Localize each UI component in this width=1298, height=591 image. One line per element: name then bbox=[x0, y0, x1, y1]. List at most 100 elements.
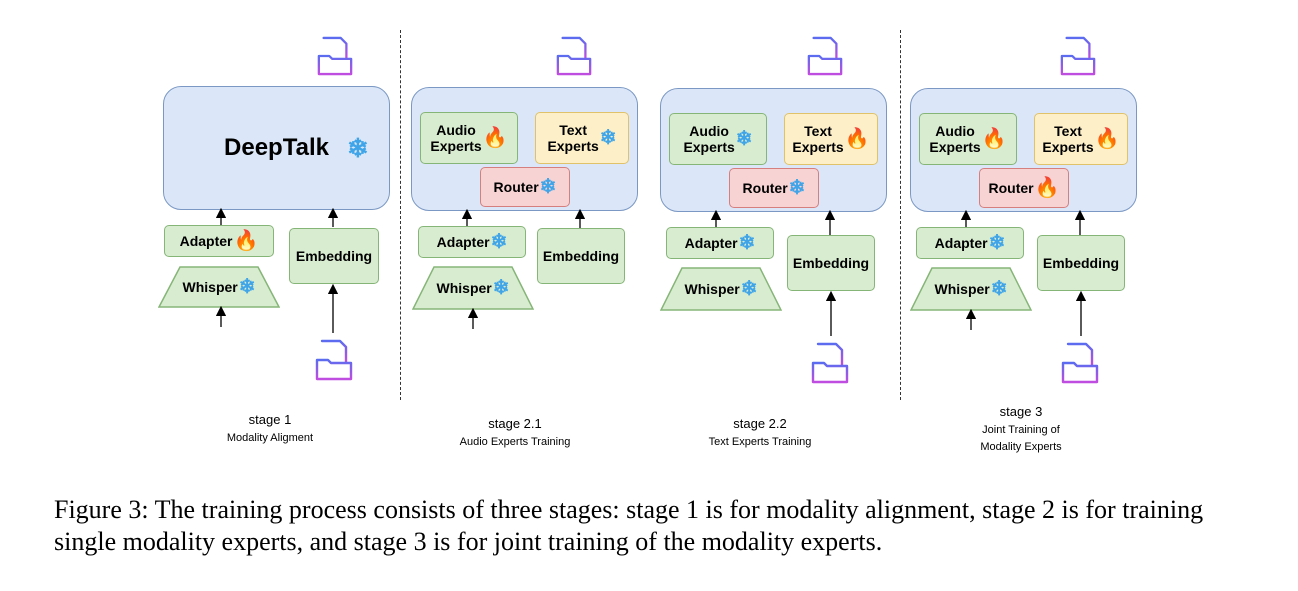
embedding-block: Embedding bbox=[1037, 235, 1125, 291]
arrow bbox=[215, 306, 227, 327]
model-block: DeepTalk ❄ bbox=[163, 86, 390, 210]
expert-line: Experts bbox=[929, 139, 981, 155]
embedding-block: Embedding bbox=[537, 228, 625, 284]
expert-line: Audio bbox=[436, 122, 476, 138]
waveform-icon bbox=[193, 37, 245, 73]
expert-line: Experts bbox=[792, 139, 844, 155]
snowflake-icon: ❄ bbox=[735, 128, 753, 150]
stage-divider bbox=[400, 30, 401, 400]
whisper-label: Whisper bbox=[684, 281, 740, 297]
stage-subtitle: Modality Aligment bbox=[226, 432, 314, 444]
snowflake-icon: ❄ bbox=[539, 176, 557, 198]
adapter-label: Adapter bbox=[436, 234, 490, 250]
snowflake-icon: ❄ bbox=[599, 127, 617, 149]
embedding-block: Embedding bbox=[289, 228, 379, 284]
waveform-icon bbox=[694, 37, 746, 73]
router-label: Router bbox=[742, 180, 788, 196]
arrow bbox=[461, 209, 473, 226]
snowflake-icon: ❄ bbox=[738, 232, 756, 254]
snowflake-icon: ❄ bbox=[492, 277, 510, 299]
expert-line: Text bbox=[804, 123, 832, 139]
stage-divider bbox=[900, 30, 901, 400]
arrow bbox=[960, 210, 972, 227]
whisper-label: Whisper bbox=[436, 280, 492, 296]
arrow bbox=[215, 208, 227, 225]
stage-title: stage 3 bbox=[999, 404, 1043, 419]
figure-caption: Figure 3: The training process consists … bbox=[54, 495, 1204, 556]
arrow bbox=[965, 309, 977, 330]
expert-line: Experts bbox=[1042, 139, 1094, 155]
embedding-block: Embedding bbox=[787, 235, 875, 291]
expert-line: Experts bbox=[683, 139, 735, 155]
snowflake-icon: ❄ bbox=[347, 133, 369, 163]
adapter-block: Adapter ❄ bbox=[666, 227, 774, 259]
embedding-label: Embedding bbox=[295, 248, 373, 264]
adapter-block: Adapter 🔥 bbox=[164, 225, 274, 257]
snowflake-icon: ❄ bbox=[988, 232, 1006, 254]
adapter-label: Adapter bbox=[179, 233, 233, 249]
arrow bbox=[327, 208, 339, 227]
waveform-icon bbox=[943, 37, 995, 73]
router-label: Router bbox=[988, 180, 1034, 196]
document-icon bbox=[555, 34, 593, 78]
waveform-icon bbox=[443, 37, 495, 73]
document-icon bbox=[806, 34, 844, 78]
arrow bbox=[824, 210, 836, 235]
router-block: Router ❄ bbox=[729, 168, 819, 208]
expert-line: Experts bbox=[547, 138, 599, 154]
snowflake-icon: ❄ bbox=[990, 278, 1008, 300]
expert-line: Audio bbox=[689, 123, 729, 139]
adapter-block: Adapter ❄ bbox=[418, 226, 526, 258]
document-icon bbox=[316, 34, 354, 78]
arrow bbox=[825, 291, 837, 336]
snowflake-icon: ❄ bbox=[788, 177, 806, 199]
stage-subtitle: Audio Experts Training bbox=[459, 436, 571, 448]
whisper-block: Whisper❄ bbox=[910, 267, 1032, 311]
fire-icon: 🔥 bbox=[981, 128, 1007, 150]
expert-line: Experts bbox=[430, 138, 482, 154]
document-icon bbox=[314, 337, 354, 383]
fire-icon: 🔥 bbox=[1034, 177, 1060, 199]
fire-icon: 🔥 bbox=[844, 128, 870, 150]
snowflake-icon: ❄ bbox=[740, 278, 758, 300]
snowflake-icon: ❄ bbox=[238, 276, 256, 298]
waveform-icon bbox=[441, 341, 499, 381]
fire-icon: 🔥 bbox=[1094, 128, 1120, 150]
whisper-block: Whisper❄ bbox=[412, 266, 534, 310]
fire-icon: 🔥 bbox=[482, 127, 508, 149]
adapter-label: Adapter bbox=[684, 235, 738, 251]
whisper-block: Whisper❄ bbox=[158, 266, 280, 308]
waveform-icon bbox=[940, 342, 998, 382]
model-label: DeepTalk bbox=[224, 134, 329, 161]
document-icon bbox=[1060, 340, 1100, 386]
whisper-block: Whisper❄ bbox=[660, 267, 782, 311]
stage-title: stage 2.2 bbox=[733, 416, 787, 431]
stage-title: stage 1 bbox=[248, 412, 292, 427]
router-block: Router ❄ bbox=[480, 167, 570, 207]
arrow bbox=[574, 209, 586, 228]
expert-line: Text bbox=[559, 122, 587, 138]
embedding-label: Embedding bbox=[542, 248, 620, 264]
stage-subtitle: Joint Training of bbox=[982, 424, 1060, 436]
whisper-label: Whisper bbox=[182, 279, 238, 295]
arrow bbox=[1074, 210, 1086, 235]
adapter-block: Adapter ❄ bbox=[916, 227, 1024, 259]
document-icon bbox=[810, 340, 850, 386]
embedding-label: Embedding bbox=[792, 255, 870, 271]
whisper-label: Whisper bbox=[934, 281, 990, 297]
